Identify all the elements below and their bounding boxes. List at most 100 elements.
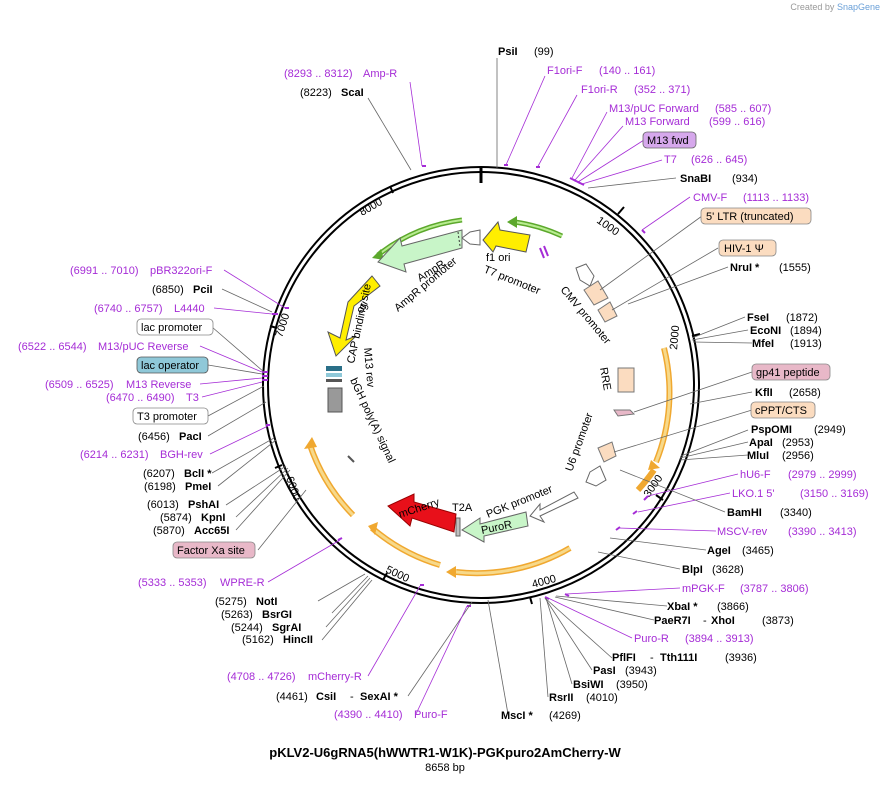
enzyme-acc65i: Acc65I — [194, 525, 229, 537]
ori-arrow — [327, 275, 381, 357]
enzyme-csii-dash: - — [350, 691, 354, 703]
bcli-pos: (6207) — [143, 468, 175, 480]
tick-marks — [269, 185, 701, 605]
puror-arrow — [461, 511, 529, 543]
primer-cmv-f-range: (1113 .. 1133) — [743, 192, 809, 204]
enzyme-sexai: SexAI * — [360, 691, 399, 703]
snapgene-credit: Created by SnapGene — [790, 2, 880, 12]
cmv-promoter-arrow — [575, 263, 595, 287]
enzyme-agei: AgeI — [707, 545, 731, 557]
enzyme-fsei-pos: (1872) — [786, 312, 818, 324]
gp41-label-box — [751, 363, 831, 381]
pgk-promoter-arrow — [529, 491, 579, 524]
rre-box — [617, 367, 635, 393]
enzyme-pasi: PasI — [593, 665, 616, 677]
enzyme-blpi: BlpI — [682, 564, 703, 576]
enzyme-tth111i: Tth111I — [660, 652, 697, 664]
primer-mcherry-r-range: (4708 .. 4726) — [227, 671, 296, 683]
tick-label-7000: 7000 — [273, 312, 292, 339]
primer-mpgk-f: mPGK-F — [682, 583, 725, 595]
psi-label-box — [718, 239, 777, 257]
primer-t7: T7 — [664, 154, 677, 166]
enzyme-msci-pos: (4269) — [549, 710, 581, 722]
primer-m13-fwd-range: (599 .. 616) — [709, 116, 765, 128]
primer-m13-rev: M13 Reverse — [126, 379, 191, 391]
enzyme-agei-pos: (3465) — [742, 545, 774, 557]
enzyme-xhoi-pos: (3873) — [762, 615, 794, 627]
left-orange-arrowhead — [304, 437, 317, 449]
enzyme-paer7i-dash: - — [703, 615, 707, 627]
cppt-label: cPPT/CTS — [755, 405, 807, 417]
t2a-box — [455, 517, 461, 537]
primer-puro-f: Puro-F — [414, 709, 448, 721]
primer-m13puc-rev-range: (6522 .. 6544) — [18, 341, 87, 353]
primer-mcherry-r: mCherry-R — [308, 671, 362, 683]
primer-wpre-r: WPRE-R — [220, 577, 265, 589]
enzyme-econi: EcoNI — [750, 325, 781, 337]
tick-label-2000: 2000 — [668, 325, 682, 350]
primer-puro-r: Puro-R — [634, 633, 669, 645]
feature-t2a: T2A — [452, 502, 473, 514]
ampr-green-arrowhead — [372, 249, 384, 260]
mcherry-arrow — [387, 493, 457, 533]
tick-label-1000: 1000 — [594, 215, 621, 239]
pmei-pos: (6198) — [144, 481, 176, 493]
primer-m13-rev-range: (6509 .. 6525) — [45, 379, 114, 391]
enzyme-csii: CsiI — [316, 691, 336, 703]
enzyme-paci: PacI — [179, 431, 202, 443]
factor-xa-label: Factor Xa site — [177, 545, 245, 557]
pgk-arrowhead — [446, 566, 456, 578]
primer-f1ori-f: F1ori-F — [547, 65, 583, 77]
primer-pbr322-range: (6991 .. 7010) — [70, 265, 139, 277]
m13-fwd-label: M13 fwd — [647, 135, 689, 147]
primer-l4440: L4440 — [174, 303, 205, 315]
bgh-arrowhead — [368, 522, 378, 535]
enzyme-rsrii: RsrII — [549, 692, 573, 704]
primer-pbr322: pBR322ori-F — [150, 265, 213, 277]
primer-f1ori-f-range: (140 .. 161) — [599, 65, 655, 77]
enzyme-kpni: KpnI — [201, 512, 225, 524]
primer-mpgk-f-range: (3787 .. 3806) — [740, 583, 809, 595]
primer-cmv-f: CMV-F — [693, 192, 728, 204]
enzyme-hincii: HincII — [283, 634, 313, 646]
enzyme-sgrai: SgrAI — [272, 622, 301, 634]
enzyme-snabi-pos: (934) — [732, 173, 758, 185]
cppt-label-box — [750, 401, 816, 419]
t3-promoter-label: T3 promoter — [137, 411, 197, 423]
primer-l4440-range: (6740 .. 6757) — [94, 303, 163, 315]
enzyme-pspomi-pos: (2949) — [814, 424, 846, 436]
lac-box-2 — [326, 373, 342, 377]
enzyme-snabi: SnaBI — [680, 173, 711, 185]
lac-operator-box — [136, 356, 209, 374]
enzyme-mfei: MfeI — [752, 338, 774, 350]
enzyme-noti: NotI — [256, 596, 277, 608]
bsrgi-pos: (5263) — [221, 609, 253, 621]
enzyme-kfli-pos: (2658) — [789, 387, 821, 399]
ltr-label: 5' LTR (truncated) — [706, 211, 793, 223]
enzyme-pspomi: PspOMI — [751, 424, 792, 436]
t7-marker — [539, 247, 545, 259]
tick-label-8000: 8000 — [358, 196, 385, 219]
leader-lines — [199, 58, 753, 715]
ltr-label-box — [700, 207, 812, 225]
feature-u6-promoter: U6 promoter — [564, 411, 596, 473]
feature-m13-rev: M13 rev — [361, 347, 376, 388]
gp41-box — [613, 409, 636, 417]
pshai-pos: (6013) — [147, 499, 179, 511]
enzyme-xbai-pos: (3866) — [717, 601, 749, 613]
gp41-label: gp41 peptide — [756, 367, 820, 379]
enzyme-bsrgi: BsrGI — [262, 609, 292, 621]
feature-bgh-polya: bGH poly(A) signal — [347, 376, 397, 465]
enzyme-bamhi: BamHI — [727, 507, 762, 519]
enzyme-kfli: KflI — [755, 387, 773, 399]
enzyme-bsiwi-pos: (3950) — [616, 679, 648, 691]
psi-label: HIV-1 Ψ — [724, 243, 764, 255]
primer-ampr: Amp-R — [363, 68, 397, 80]
primer-f1ori-r-range: (352 .. 371) — [634, 84, 690, 96]
enzyme-bamhi-pos: (3340) — [780, 507, 812, 519]
enzyme-mlui: MluI — [747, 450, 769, 462]
enzyme-psii: PsiI — [498, 46, 518, 58]
ampr-arrow — [377, 229, 463, 273]
enzyme-pasi-pos: (3943) — [625, 665, 657, 677]
enzyme-econi-pos: (1894) — [790, 325, 822, 337]
